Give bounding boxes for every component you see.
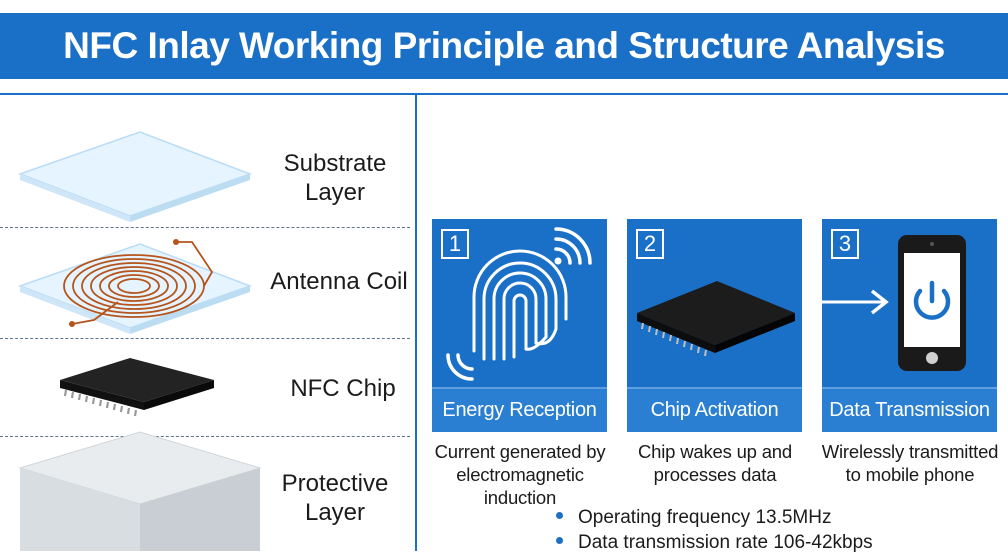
layer-label-protective: Protective Layer xyxy=(260,469,410,527)
step-card-data-transmission: 3 Data Transmission xyxy=(822,219,997,432)
layer-label-substrate: Substrate Layer xyxy=(260,149,410,207)
header-divider xyxy=(0,93,1008,95)
bullet-dot xyxy=(556,512,563,520)
step-title: Energy Reception xyxy=(432,389,607,432)
step-number: 2 xyxy=(636,229,664,259)
step-title-divider xyxy=(432,387,607,389)
layer-label-line: Layer xyxy=(304,499,366,526)
step-description-line: electromagnetic induction xyxy=(456,464,584,508)
step-title-divider xyxy=(627,387,802,389)
panel-divider xyxy=(415,95,417,551)
step-description-line: Current generated by xyxy=(434,441,606,462)
protective-layer-illustration xyxy=(18,431,262,551)
spec-item-rate: Data transmission rate 106-42kbps xyxy=(556,531,873,555)
step-title: Chip Activation xyxy=(627,389,802,432)
antenna-coil-illustration xyxy=(17,239,253,334)
spec-text: Operating frequency 13.5MHz xyxy=(578,507,832,528)
step-description-line: Chip wakes up and xyxy=(638,441,792,462)
spec-text: Data transmission rate 106-42kbps xyxy=(578,532,873,553)
substrate-layer-illustration xyxy=(17,131,253,222)
layer-label-chip: NFC Chip xyxy=(268,374,418,403)
layer-label-line: Layer xyxy=(304,179,366,206)
bullet-dot xyxy=(556,537,563,545)
layer-label-line: Substrate xyxy=(283,150,387,177)
layer-separator xyxy=(0,227,410,228)
step-number: 1 xyxy=(441,229,469,259)
step-description-line: Wirelessly transmitted xyxy=(821,441,999,462)
step-description-transmission: Wirelessly transmitted to mobile phone xyxy=(810,440,1008,486)
step-card-chip-activation: 2 Chip Activation xyxy=(627,219,802,432)
step-description-chip: Chip wakes up and processes data xyxy=(615,440,815,486)
step-title-divider xyxy=(822,387,997,389)
layer-label-line: Protective xyxy=(281,470,389,497)
layer-separator xyxy=(0,436,410,437)
page-title: NFC Inlay Working Principle and Structur… xyxy=(63,25,945,66)
spec-item-frequency: Operating frequency 13.5MHz xyxy=(556,506,831,530)
arrow-right-icon xyxy=(822,289,889,315)
layer-label-line: NFC Chip xyxy=(290,375,396,402)
layer-separator xyxy=(0,338,410,339)
step-description-line: to mobile phone xyxy=(845,464,975,485)
phone-power-icon xyxy=(898,235,966,371)
layer-label-antenna: Antenna Coil xyxy=(264,267,414,296)
title-banner: NFC Inlay Working Principle and Structur… xyxy=(0,13,1008,79)
step-title: Data Transmission xyxy=(822,389,997,432)
layer-label-line: Antenna Coil xyxy=(270,268,408,295)
step-description-energy: Current generated by electromagnetic ind… xyxy=(420,440,620,509)
step-description-line: processes data xyxy=(653,464,777,485)
fingerprint-wave-icon xyxy=(446,227,592,381)
chip-icon xyxy=(637,281,795,357)
step-card-energy-reception: 1 Energy Reception xyxy=(432,219,607,432)
nfc-chip-illustration xyxy=(60,358,214,417)
step-number: 3 xyxy=(831,229,859,259)
